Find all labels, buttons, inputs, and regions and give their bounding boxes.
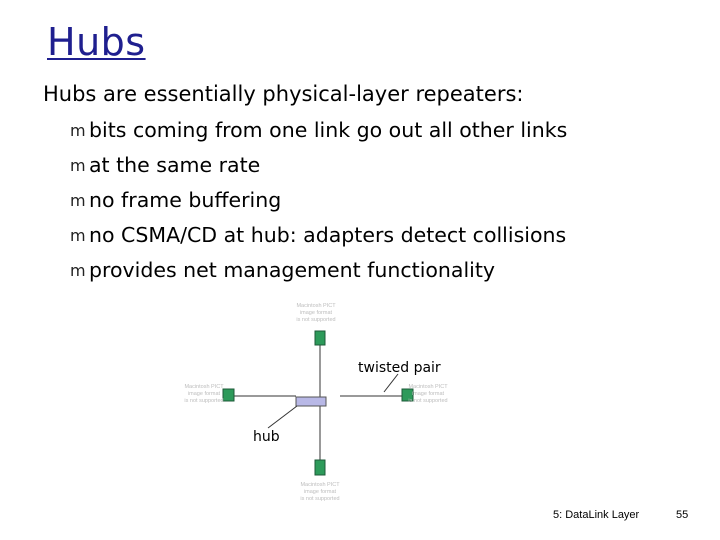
m-bullet-icon: m xyxy=(70,156,86,175)
svg-text:image format: image format xyxy=(412,391,445,397)
svg-text:Macintosh PICT: Macintosh PICT xyxy=(184,384,224,390)
svg-text:is not supported: is not supported xyxy=(300,496,339,502)
m-bullet-icon: m xyxy=(70,121,86,140)
svg-text:image format: image format xyxy=(188,391,221,397)
footer-page-number: 55 xyxy=(676,509,689,521)
host-bottom xyxy=(314,459,326,476)
twisted-pair-pointer xyxy=(383,373,399,393)
placeholder-left: Macintosh PICT image format is not suppo… xyxy=(184,384,224,404)
svg-text:is not supported: is not supported xyxy=(408,398,447,404)
svg-text:Macintosh PICT: Macintosh PICT xyxy=(296,303,336,309)
placeholder-bottom: Macintosh PICT image format is not suppo… xyxy=(300,482,340,502)
slide-title: Hubs xyxy=(47,20,146,64)
host-left xyxy=(222,388,235,402)
twisted-pair-label: twisted pair xyxy=(358,360,441,376)
svg-text:Macintosh PICT: Macintosh PICT xyxy=(300,482,340,488)
hub-device xyxy=(295,396,327,407)
svg-text:Macintosh PICT: Macintosh PICT xyxy=(408,384,448,390)
hub-label: hub xyxy=(253,429,280,445)
svg-text:is not supported: is not supported xyxy=(296,317,335,323)
placeholder-top: Macintosh PICT image format is not suppo… xyxy=(296,303,336,323)
cables xyxy=(234,342,410,460)
placeholder-right: Macintosh PICT image format is not suppo… xyxy=(408,384,448,404)
m-bullet-icon: m xyxy=(70,226,86,245)
svg-text:is not supported: is not supported xyxy=(184,398,223,404)
m-bullet-icon: m xyxy=(70,261,86,280)
footer-chapter: 5: DataLink Layer xyxy=(553,509,640,521)
svg-text:image format: image format xyxy=(300,310,333,316)
host-right xyxy=(401,388,414,402)
svg-text:image format: image format xyxy=(304,489,337,495)
host-top xyxy=(314,330,326,346)
intro-text: Hubs are essentially physical-layer repe… xyxy=(43,82,524,106)
hub-pointer xyxy=(267,405,298,429)
m-bullet-icon: m xyxy=(70,191,86,210)
